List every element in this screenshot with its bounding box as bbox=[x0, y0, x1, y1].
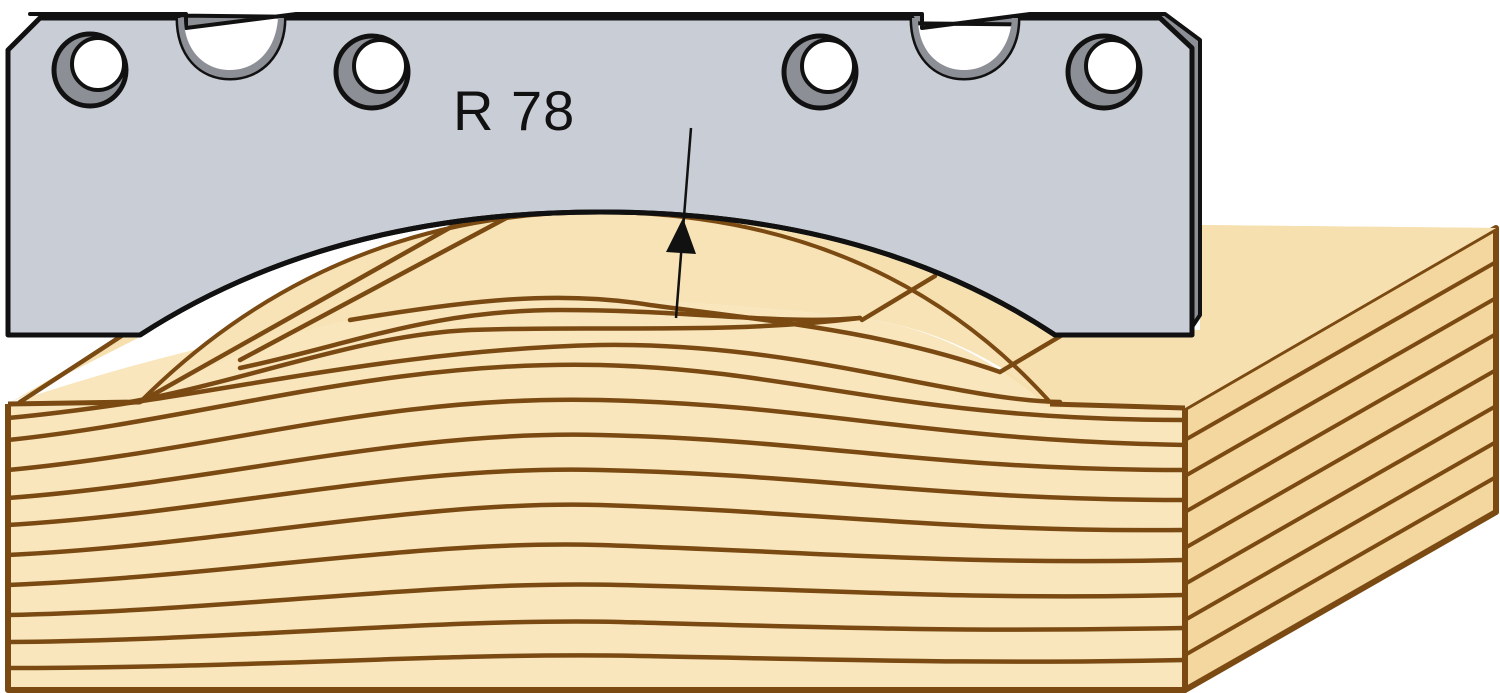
wood-top-edge bbox=[7, 399, 1186, 411]
wood-profile-surface bbox=[140, 212, 1050, 402]
notch-left-shade bbox=[178, 18, 284, 78]
radius-arrow bbox=[666, 127, 696, 319]
radius-label: R 78 bbox=[453, 79, 575, 142]
wood-top-plane bbox=[1000, 225, 1496, 408]
front-grain-lines bbox=[5, 295, 1188, 671]
profile-knife-blade bbox=[5, 12, 1202, 338]
notch-right-shade bbox=[912, 18, 1018, 78]
mounting-hole bbox=[781, 33, 859, 111]
wood-block bbox=[5, 209, 1499, 693]
top-grain-lines bbox=[17, 213, 1067, 405]
mounting-hole bbox=[51, 31, 129, 109]
side-grain-lines bbox=[1184, 260, 1497, 657]
mounting-hole bbox=[333, 33, 411, 111]
mounting-hole bbox=[1065, 33, 1143, 111]
wood-front-outline bbox=[5, 404, 1188, 693]
blade-cutting-edge bbox=[138, 209, 1057, 338]
